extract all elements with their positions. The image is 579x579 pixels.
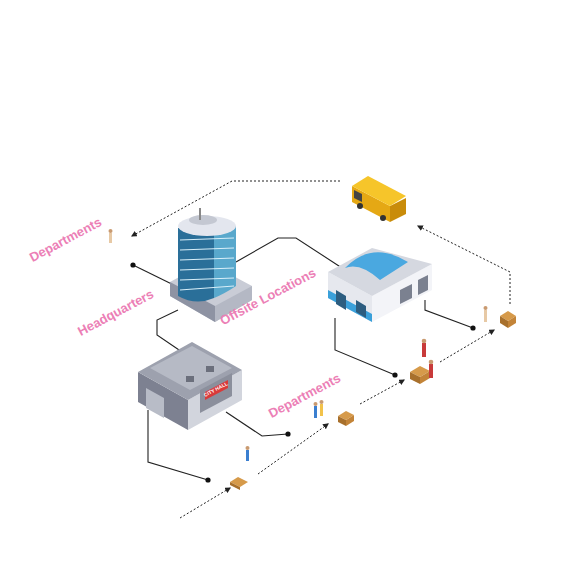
dotted-flow bbox=[132, 181, 510, 518]
parcels bbox=[230, 311, 516, 490]
offsite-warehouse bbox=[328, 248, 432, 322]
delivery-van bbox=[352, 176, 406, 222]
city-hall-building bbox=[138, 342, 242, 430]
department-label: Departments bbox=[267, 371, 344, 421]
department-label: Departments bbox=[28, 215, 105, 265]
headquarters-label: Headquarters bbox=[76, 287, 157, 339]
workers bbox=[109, 229, 488, 461]
